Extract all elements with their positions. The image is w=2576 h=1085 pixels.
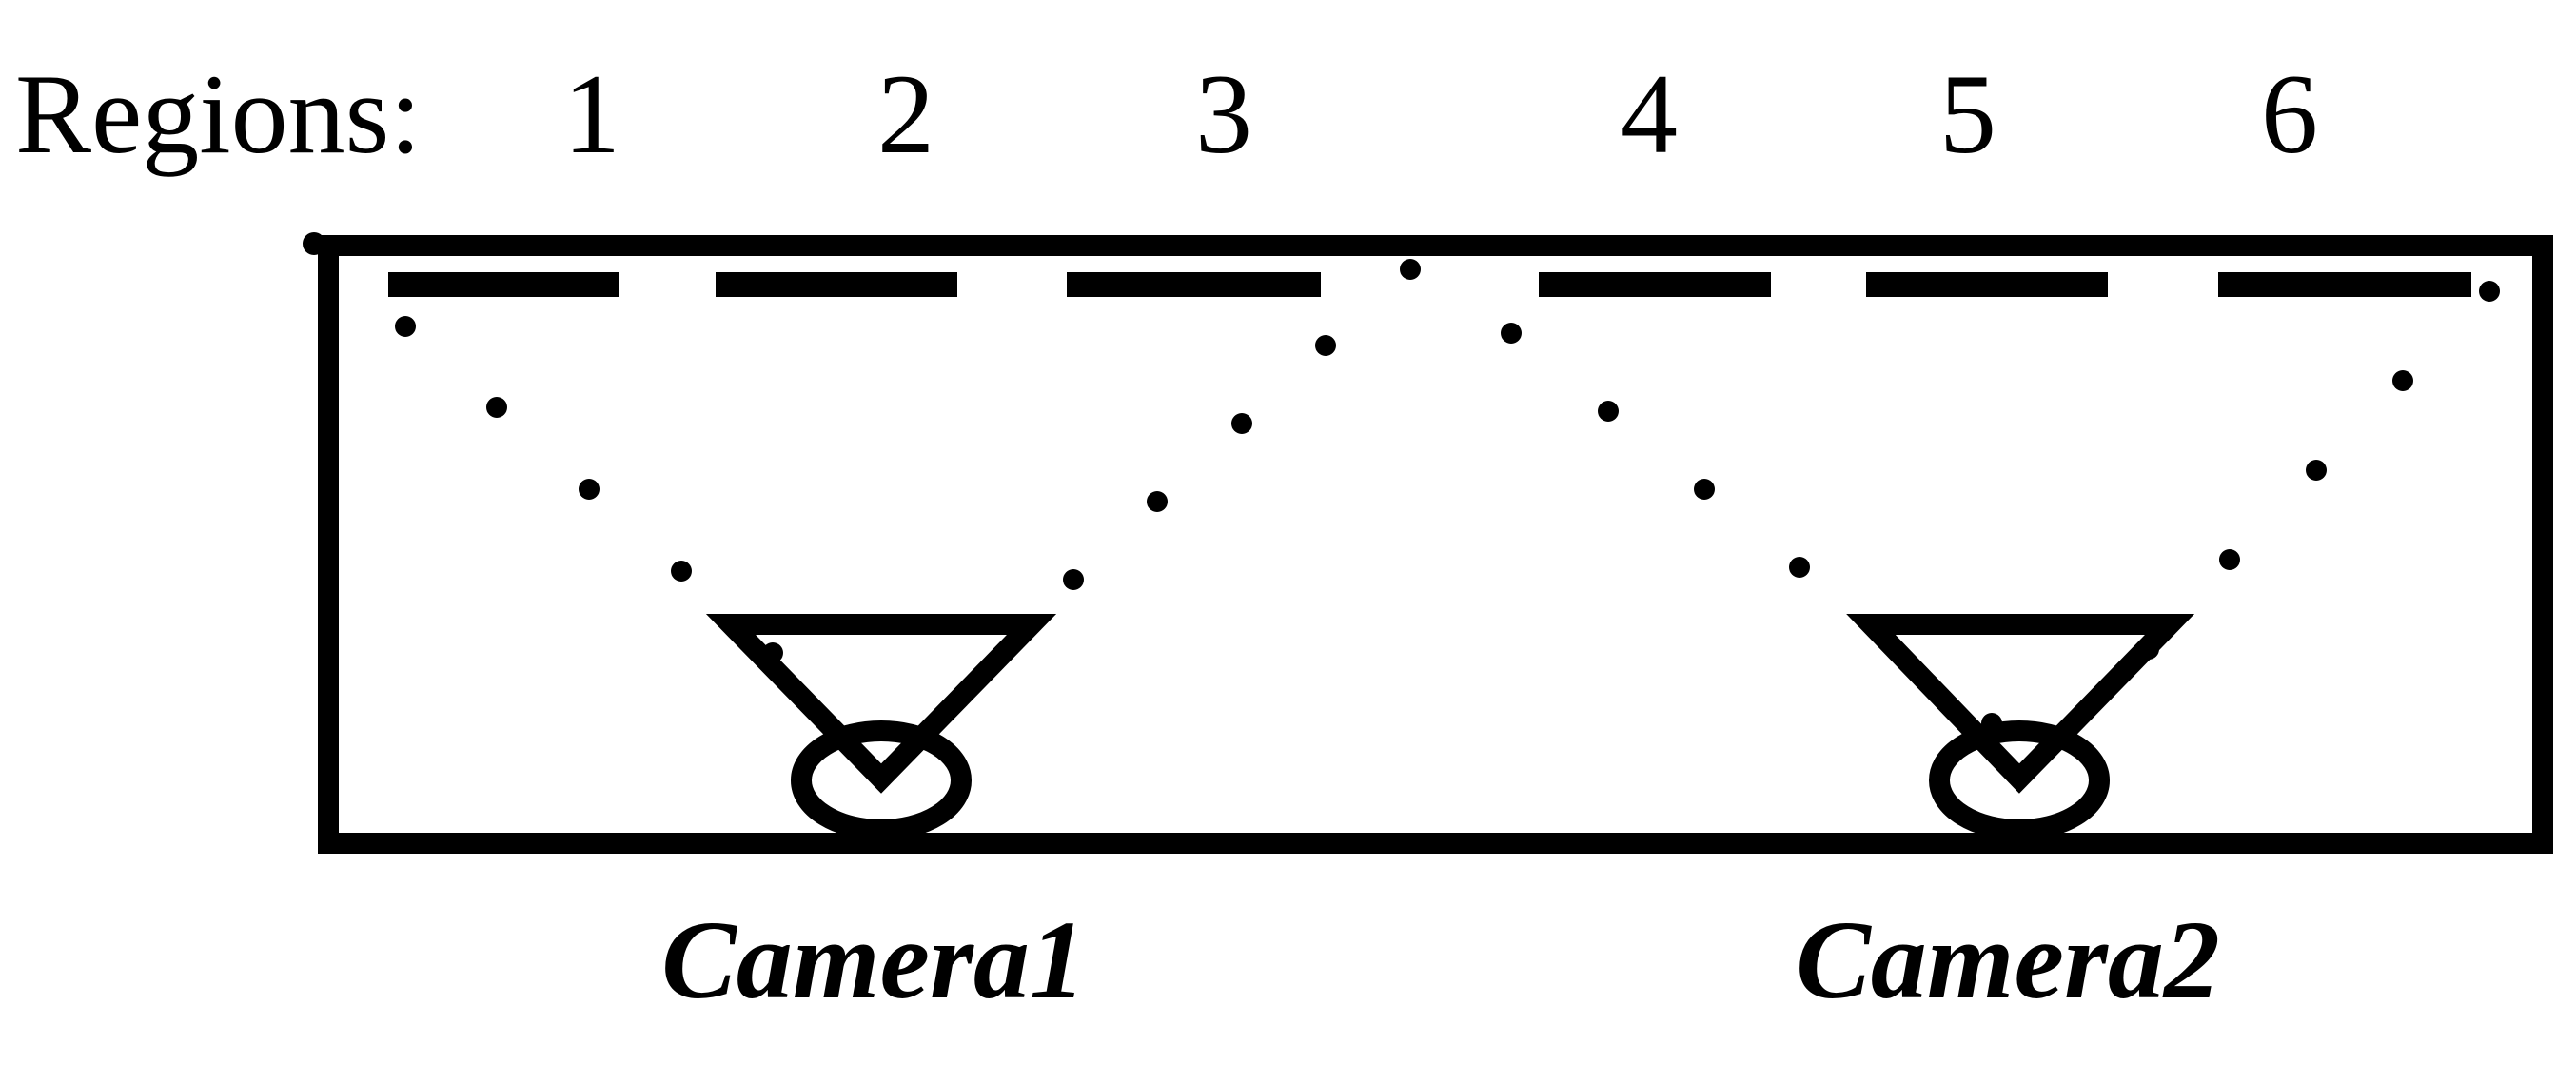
camera1-view-dots — [395, 259, 1421, 663]
region-bars — [388, 272, 2471, 297]
camera1-label: Camera1 — [661, 898, 1086, 1022]
region-number-4: 4 — [1621, 50, 1678, 177]
region-number-5: 5 — [1939, 50, 1996, 177]
region-number-2: 2 — [877, 50, 934, 177]
regions-label: Regions: — [15, 50, 422, 177]
region-bar-1 — [388, 272, 619, 297]
camera1-icon — [705, 614, 1057, 840]
region-bar-2 — [716, 272, 957, 297]
region-bar-5 — [1866, 272, 2108, 297]
camera2-view-dots — [1501, 281, 2500, 734]
room-corner-dot — [303, 232, 325, 255]
region-bar-3 — [1067, 272, 1321, 297]
region-bar-4 — [1539, 272, 1771, 297]
region-number-1: 1 — [563, 50, 620, 177]
region-number-3: 3 — [1195, 50, 1252, 177]
camera2-icon — [1846, 614, 2195, 840]
region-bar-6 — [2218, 272, 2471, 297]
camera2-label: Camera2 — [1796, 898, 2220, 1022]
region-number-6: 6 — [2261, 50, 2318, 177]
room-outline — [318, 235, 2553, 854]
